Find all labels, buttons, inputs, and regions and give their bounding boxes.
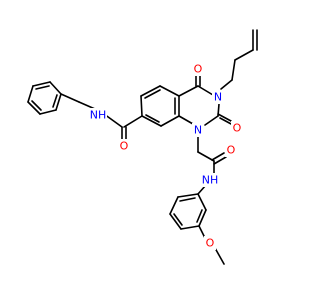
- bond: [160, 115, 180, 127]
- bond: [49, 81, 62, 95]
- bond: [178, 115, 194, 125]
- bond: [159, 85, 180, 97]
- bond: [198, 209, 207, 227]
- oxygen-label-ring-top: O: [194, 63, 203, 76]
- bond: [219, 117, 234, 126]
- bond: [27, 85, 34, 103]
- bond: [197, 151, 215, 162]
- oxygen-label-amide-right: O: [227, 144, 236, 157]
- bond: [140, 95, 143, 117]
- molecule-structure: NH O O N O N O NH O: [27, 29, 258, 265]
- bond: [123, 115, 143, 128]
- oxygen-label-methoxy: O: [206, 237, 215, 250]
- bond: [204, 115, 219, 126]
- bond: [39, 109, 57, 115]
- bond: [214, 247, 225, 265]
- bond: [197, 85, 214, 96]
- bond: [55, 93, 62, 111]
- bond: [141, 115, 162, 127]
- oxygen-label-amide-left: O: [120, 140, 129, 153]
- bond: [197, 193, 207, 211]
- bond: [217, 113, 232, 122]
- bond: [144, 89, 161, 99]
- bond: [27, 101, 41, 115]
- bond: [234, 49, 254, 61]
- bond: [173, 213, 183, 226]
- bond: [178, 85, 199, 97]
- bond: [211, 152, 225, 161]
- bond: [32, 81, 51, 87]
- nitrogen-label-ring: N: [194, 124, 202, 137]
- bond: [31, 100, 42, 111]
- bond: [220, 79, 233, 90]
- bond: [78, 101, 96, 110]
- bond: [52, 94, 58, 108]
- oxygen-label-ring-right: O: [233, 122, 242, 135]
- bond: [169, 196, 179, 215]
- bond: [231, 59, 236, 81]
- nh-label-left: NH: [90, 109, 107, 122]
- bond: [60, 93, 80, 103]
- bond: [213, 156, 227, 165]
- bonds: [27, 29, 258, 265]
- bond: [140, 85, 161, 97]
- bond: [145, 114, 160, 123]
- bond: [35, 85, 50, 90]
- bond: [180, 225, 200, 230]
- bond: [196, 209, 203, 223]
- atom-labels: NH O O N O N O NH O: [89, 62, 243, 250]
- nitrogen-label-allyl: N: [214, 91, 222, 104]
- nh-label-right: NH: [202, 174, 219, 187]
- bond: [179, 197, 196, 202]
- bond: [177, 193, 199, 198]
- bond: [169, 213, 182, 230]
